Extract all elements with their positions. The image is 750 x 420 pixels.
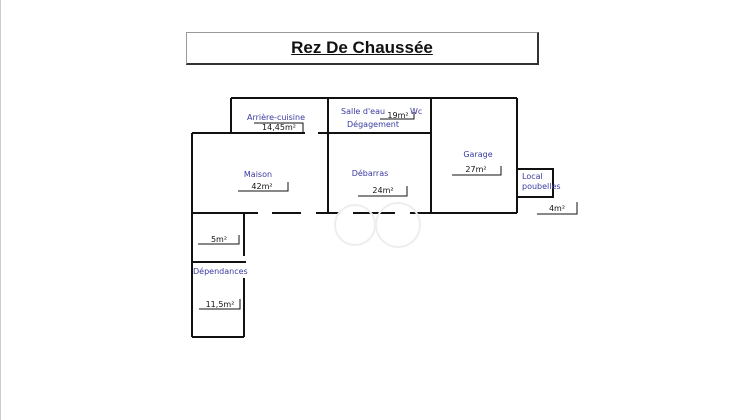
- room-label-dependances: Dépendances: [193, 266, 248, 276]
- area-garage: 27m²: [465, 165, 486, 174]
- area-small-room: 5m²: [211, 235, 227, 244]
- area-box: [358, 186, 408, 197]
- room-label-local-poubelles: Local poubelles: [522, 172, 561, 191]
- area-box: [380, 112, 415, 120]
- area-maison: 42m²: [251, 182, 272, 191]
- area-box: [198, 235, 240, 245]
- room-label-arriere-cuisine: Arrière-cuisine: [247, 112, 305, 122]
- room-label-garage: Garage: [463, 150, 492, 159]
- wall-local-poubelles: [516, 168, 554, 198]
- area-arriere-cuisine: 14,45m²: [262, 123, 296, 132]
- area-box: [537, 202, 578, 215]
- title-box: Rez De Chaussée: [186, 32, 539, 65]
- room-label-degagement: Dégagement: [347, 119, 399, 129]
- area-salle-deau: 19m²: [387, 111, 408, 120]
- area-box: [238, 182, 289, 192]
- room-label-debarras: Débarras: [352, 168, 389, 178]
- area-box: [452, 166, 502, 176]
- page-edge: [0, 0, 1, 420]
- room-label-salle-deau: Salle d'eau: [341, 107, 385, 116]
- room-label-maison: Maison: [244, 170, 272, 179]
- area-box: [199, 299, 241, 310]
- area-dependances: 11,5m²: [206, 300, 235, 309]
- area-local-poubelles: 4m²: [549, 204, 565, 213]
- area-debarras: 24m²: [372, 186, 393, 195]
- walls: [191, 97, 554, 338]
- area-boxes: [198, 112, 578, 310]
- watermark-logo: [334, 202, 421, 248]
- area-box: [254, 122, 304, 132]
- page-title: Rez De Chaussée: [291, 38, 433, 57]
- room-label-wc: Wc: [410, 107, 422, 116]
